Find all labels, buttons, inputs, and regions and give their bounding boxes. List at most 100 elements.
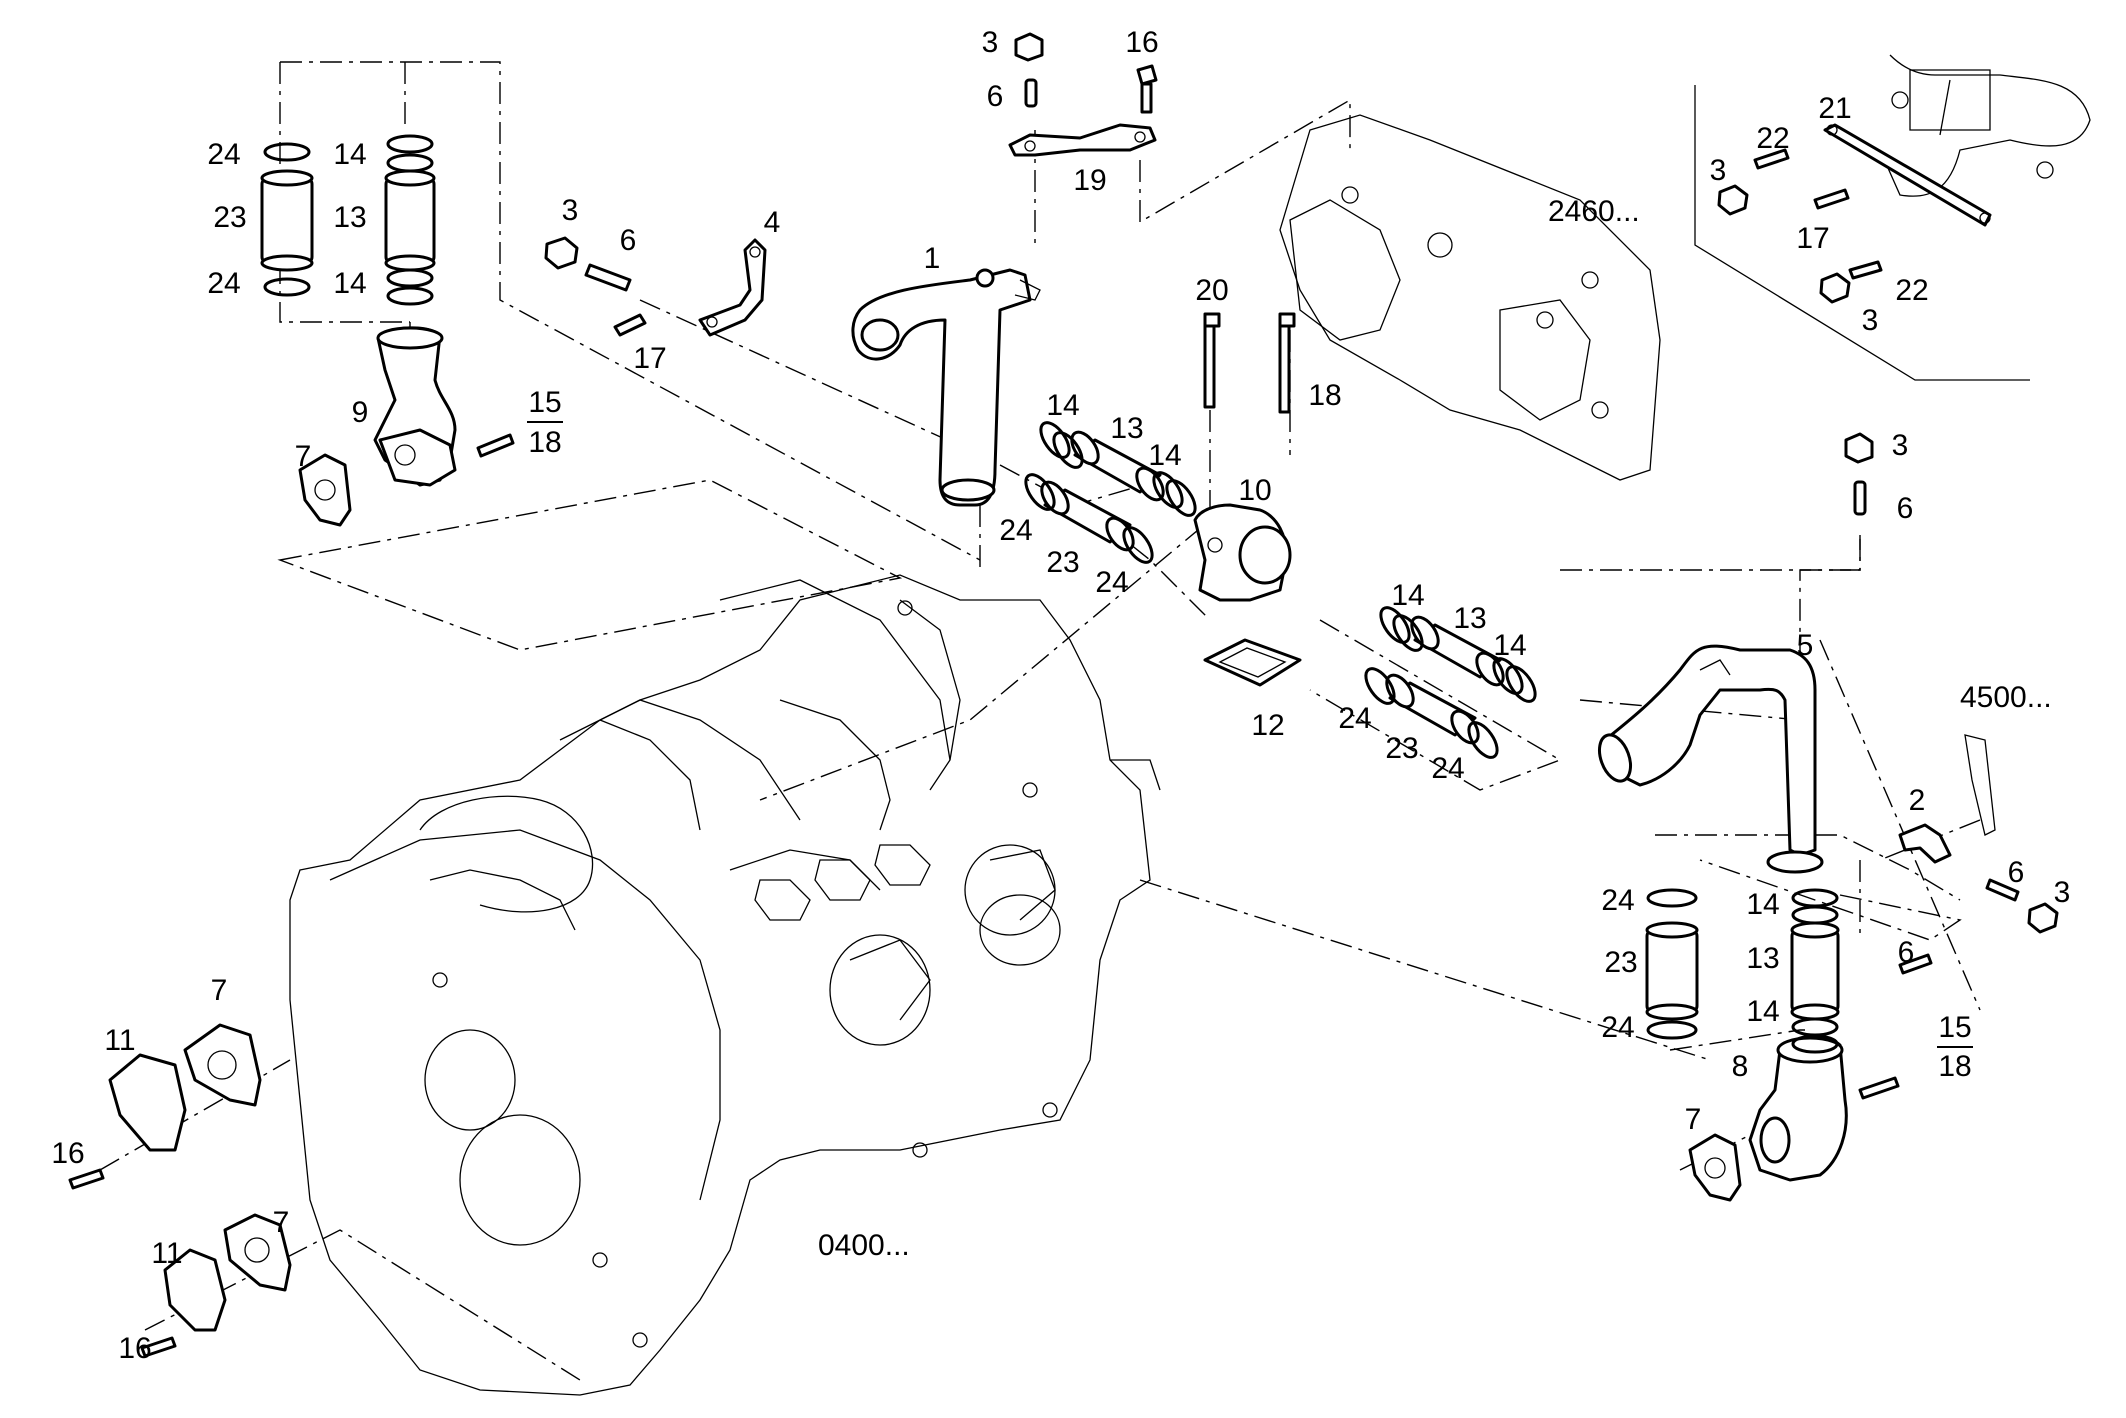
o-rings-right-mid [1364,606,1537,759]
sleeve-13-top-left [384,169,436,272]
fraction-numerator: 15 [1938,1011,1971,1044]
callout-24: 24 [1601,1011,1634,1044]
elbow-fitting-8 [1748,1036,1848,1182]
callout-8: 8 [1732,1050,1749,1083]
callout-23: 23 [1046,546,1079,579]
callout-11: 11 [104,1024,135,1057]
callout-24: 24 [1601,884,1634,917]
callout-2: 2 [1909,784,1926,817]
callout-17: 17 [1796,222,1829,255]
callout-3: 3 [1710,154,1727,187]
callout-14: 14 [1746,995,1779,1028]
gasket-7-left-low [223,1213,292,1292]
callout-20: 20 [1195,274,1228,307]
callout-13: 13 [1453,602,1486,635]
nuts-3 [544,32,2059,934]
callout-9: 9 [352,396,369,429]
callout-14: 14 [1046,389,1079,422]
front-cover-plate [1279,114,1661,481]
cover-11-left-mid [108,1053,187,1152]
callout-4: 4 [764,206,781,239]
callout-6: 6 [2008,856,2025,889]
callout-19: 19 [1073,164,1106,197]
callout-24: 24 [1431,752,1464,785]
fraction-denominator: 18 [1938,1050,1971,1083]
callout-3: 3 [982,26,999,59]
callout-7: 7 [273,1206,290,1239]
callout-23: 23 [213,201,246,234]
callout-6: 6 [987,80,1004,113]
gasket-7-right [1688,1133,1742,1202]
callout-7: 7 [295,440,312,473]
callout-7: 7 [1685,1103,1702,1136]
fraction-15-18-right: 15 18 [1937,1011,1973,1083]
callout-16: 16 [51,1137,84,1170]
callout-24: 24 [207,267,240,300]
callout-14: 14 [333,267,366,300]
callout-3: 3 [2054,876,2071,909]
fraction-15-18-left: 15 18 [527,386,563,459]
engine-block [289,574,1161,1396]
sleeve-13-right-mid [1410,615,1505,687]
callout-7: 7 [211,974,228,1007]
bracket-4500 [1964,734,1996,836]
callout-13: 13 [333,201,366,234]
callout-21: 21 [1818,92,1851,125]
callout-23: 23 [1385,732,1418,765]
callout-24: 24 [999,514,1032,547]
callout-16: 16 [1125,26,1158,59]
fraction-numerator: 15 [528,386,561,419]
sleeve-13-bottom-right [1790,921,1840,1021]
callout-1: 1 [924,242,941,275]
callout-18: 18 [1308,379,1341,412]
callout-14: 14 [1148,439,1181,472]
callout-3: 3 [1862,304,1879,337]
studs-6 [584,78,2020,975]
gasket-7-left-mid [183,1023,262,1107]
callout-11: 11 [151,1237,182,1270]
callout-24: 24 [1095,566,1128,599]
sleeve-23-right-mid [1385,673,1480,745]
gasket-12 [1203,638,1302,687]
o-rings-center [1024,421,1197,564]
callout-5: 5 [1797,629,1814,662]
bracket-21 [1823,123,1992,227]
gasket-7-left-upper [298,453,352,527]
sleeve-23-center [1040,480,1135,552]
ref-2460: 2460... [1548,195,1640,228]
callout-13: 13 [1110,412,1143,445]
callout-17: 17 [633,342,666,375]
callout-12: 12 [1251,709,1284,742]
cover-11-left-low [163,1248,227,1332]
callout-16: 16 [118,1332,151,1365]
callout-3: 3 [1892,429,1909,462]
bracket-4 [698,238,767,337]
detail-inset-frame [1694,54,2091,381]
o-rings-top-left [263,134,434,306]
o-rings-bottom-right [1646,888,1839,1054]
callout-14: 14 [1391,579,1424,612]
callout-10: 10 [1238,474,1271,507]
callout-3: 3 [562,194,579,227]
elbow-fitting-9 [373,326,457,487]
ref-0400: 0400... [818,1229,910,1262]
reference-labels: 2460... 4500... 0400... [818,195,2052,1262]
coolant-pipe-1 [851,268,1041,507]
coolant-pipe-5 [1597,644,1824,874]
fraction-denominator: 18 [528,426,561,459]
bracket-2 [1898,823,1952,864]
callout-6: 6 [1897,492,1914,525]
sleeve-23-bottom-right [1645,921,1699,1021]
callout-24: 24 [207,138,240,171]
callout-22: 22 [1895,274,1928,307]
callouts: 24 23 24 14 13 14 9 7 3 6 4 17 3 16 6 19… [51,26,2070,1365]
sleeve-23-top-left [260,169,314,272]
callout-14: 14 [1746,888,1779,921]
bracket-19 [1008,123,1157,157]
callout-22: 22 [1756,122,1789,155]
callout-6: 6 [1898,936,1915,969]
callout-6: 6 [620,224,637,257]
callout-24: 24 [1338,702,1371,735]
callout-23: 23 [1604,946,1637,979]
